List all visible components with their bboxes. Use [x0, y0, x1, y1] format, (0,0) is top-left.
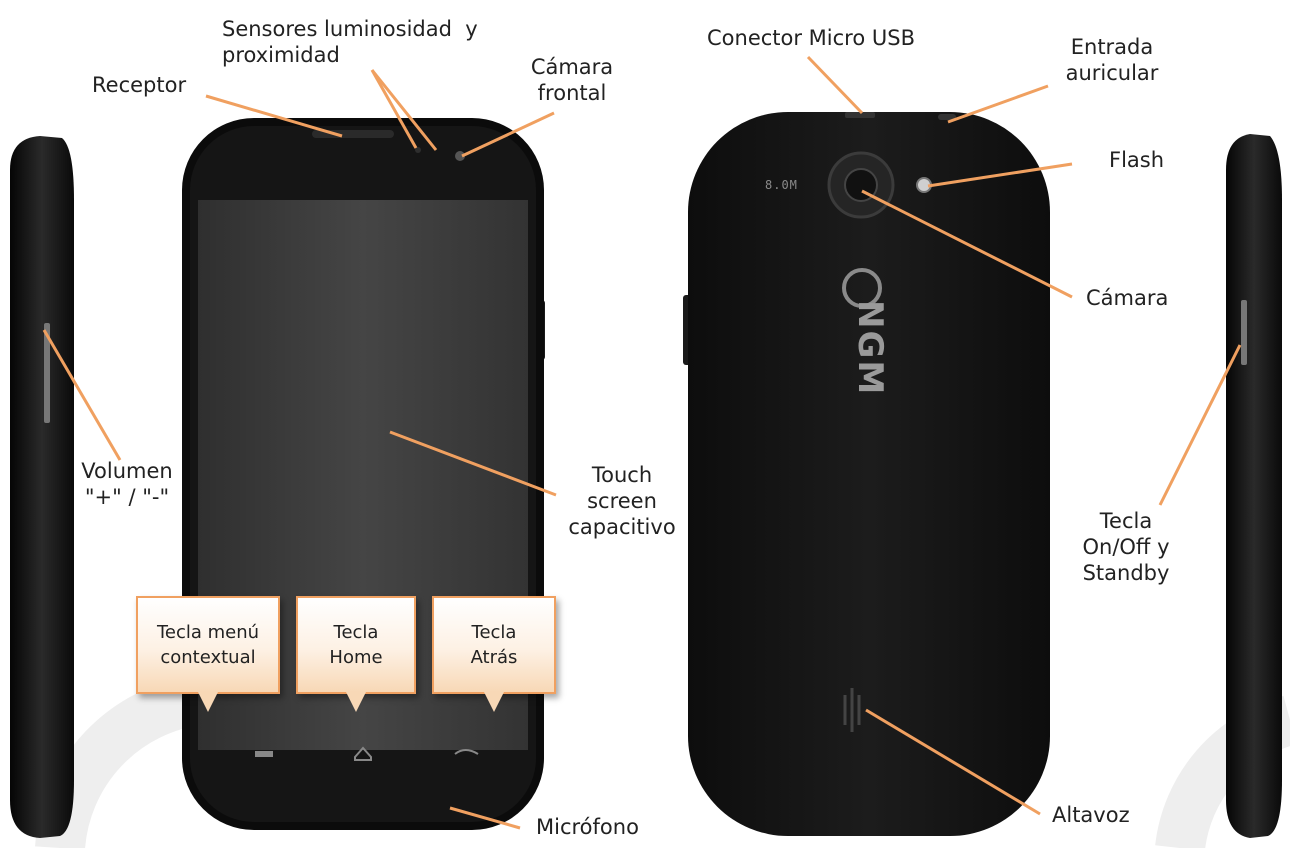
- front-phone: [182, 118, 545, 830]
- menu-key-icon: [255, 751, 273, 757]
- left-side-phone: [10, 136, 74, 838]
- sensor-dot: [415, 147, 421, 153]
- label-conector-usb: Conector Micro USB: [707, 26, 915, 50]
- label-camara-frontal: Cámara frontal: [530, 55, 614, 105]
- speaker-grille: [843, 688, 861, 732]
- label-tecla-onoff: Tecla On/Off y Standby: [1082, 509, 1170, 585]
- callout-tecla-menu: Tecla menú contextual: [136, 596, 280, 712]
- label-microfono: Micrófono: [536, 815, 639, 839]
- leader-touch: [389, 430, 557, 497]
- leader-volumen: [42, 329, 122, 461]
- label-flash: Flash: [1109, 148, 1165, 172]
- home-key-icon: [354, 746, 372, 761]
- front-camera: [455, 151, 465, 161]
- label-receptor: Receptor: [92, 73, 187, 97]
- label-volumen: Volumen "+" / "-": [81, 459, 173, 509]
- label-sensores: Sensores luminosidad y proximidad: [222, 17, 478, 67]
- callout-tecla-home: Tecla Home: [296, 596, 416, 712]
- label-camara: Cámara: [1086, 286, 1169, 310]
- leader-sensores-1: [370, 69, 418, 149]
- label-touch-screen: Touch screen capacitivo: [568, 463, 676, 539]
- leader-onoff: [1158, 344, 1242, 506]
- back-phone: [683, 112, 1050, 836]
- leader-microfono: [449, 806, 521, 830]
- leader-flash: [927, 162, 1073, 188]
- leader-receptor: [205, 94, 343, 138]
- leader-sensores-2: [370, 69, 438, 151]
- label-altavoz: Altavoz: [1052, 803, 1130, 827]
- brand-logo-icon: [842, 268, 882, 308]
- back-key-icon: [454, 749, 479, 755]
- callout-tecla-atras: Tecla Atrás: [432, 596, 556, 712]
- power-button: [1241, 300, 1247, 365]
- usb-port: [845, 112, 875, 118]
- leader-altavoz: [865, 708, 1041, 816]
- right-side-phone: [1226, 134, 1282, 838]
- brand-logo-text: NGM: [850, 300, 890, 397]
- leader-camara-frontal: [461, 111, 555, 158]
- label-entrada-auricular: Entrada auricular: [1065, 35, 1159, 85]
- leader-auricular: [947, 84, 1049, 124]
- camera-badge-text: 8.0M: [765, 178, 798, 192]
- leader-lines: [42, 55, 1242, 830]
- leader-usb: [806, 55, 864, 115]
- headphone-jack: [938, 114, 956, 120]
- volume-button: [44, 323, 50, 423]
- leader-camara: [861, 189, 1073, 299]
